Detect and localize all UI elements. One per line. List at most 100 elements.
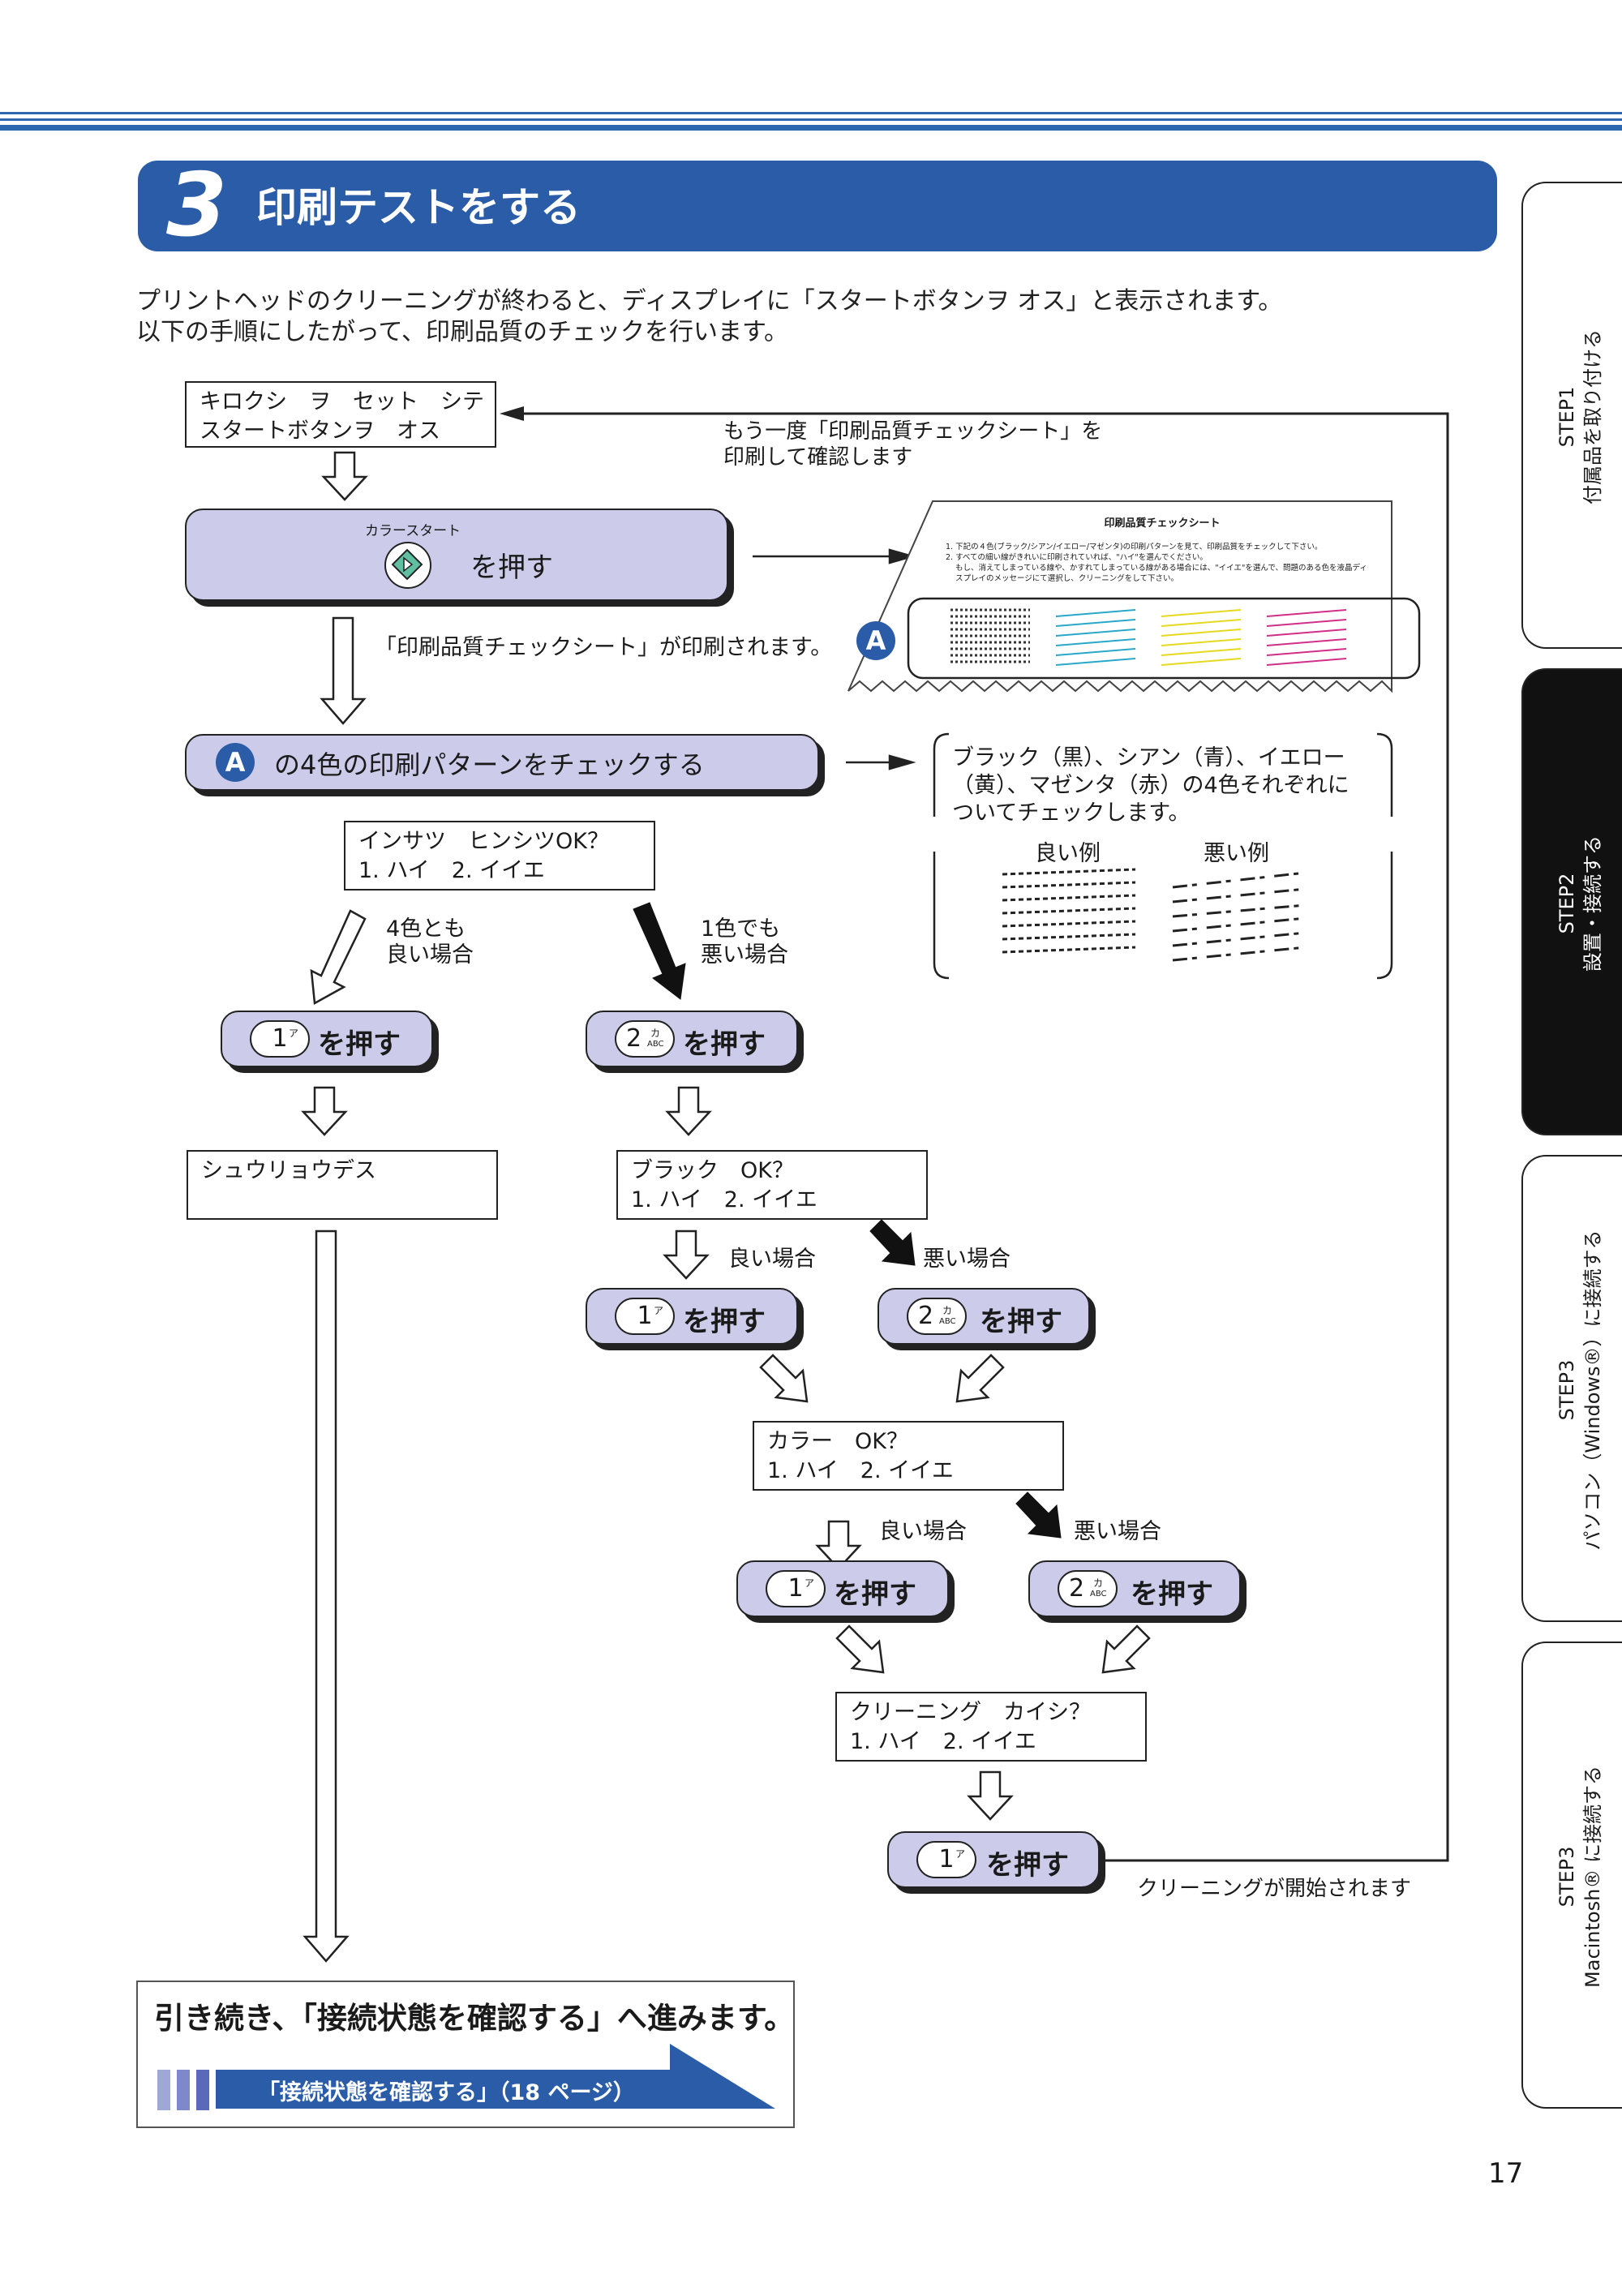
lcd-black: ブラック OK？1. ハイ 2. イイエ — [616, 1150, 928, 1220]
lcd-line: 1. ハイ 2. イイエ — [850, 1729, 1036, 1754]
section-title: 印刷テストをする — [256, 184, 581, 231]
diagonal-arrow — [1101, 1624, 1151, 1674]
press-label: を押す — [683, 1306, 766, 1338]
key-num: 1 — [637, 1302, 653, 1330]
note-line: （黄）、マゼンタ（赤）の4色それぞれに — [952, 773, 1350, 798]
color-start-key-label: カラースタート — [365, 523, 461, 539]
lcd-line: 1. ハイ 2. イイエ — [358, 858, 545, 883]
color-start-key[interactable] — [384, 542, 431, 589]
label-line: 4色とも — [386, 916, 466, 942]
next-section-link[interactable]: 「接続状態を確認する」（18 ページ） — [258, 2080, 635, 2105]
check-note: ブラック（黒）、シアン（青）、イエロー （黄）、マゼンタ（赤）の4色それぞれに … — [952, 745, 1350, 827]
diagonal-arrow — [835, 1624, 885, 1674]
color-start-action: を押す — [470, 551, 553, 584]
lcd-line: クリーニング カイシ？ — [850, 1700, 1091, 1725]
color-start-step[interactable] — [185, 509, 728, 601]
bad-case-label: 悪い場合 — [1074, 1519, 1161, 1544]
note-line: もう一度「印刷品質チェックシート」を — [723, 419, 1103, 444]
press-label: を押す — [1131, 1578, 1213, 1611]
label-line: 悪い場合 — [701, 942, 788, 968]
cleaning-start-note: クリーニングが開始されます — [1137, 1877, 1412, 1901]
key-num: 1 — [787, 1574, 804, 1603]
lcd-cleaning: クリーニング カイシ？ 1. ハイ 2. イイエ — [835, 1692, 1147, 1762]
label-line: 良い場合 — [386, 942, 474, 968]
page-number: 17 — [1488, 2157, 1524, 2190]
key-sub: ア — [654, 1305, 664, 1316]
press-label: を押す — [318, 1028, 401, 1061]
key-sub: ABC — [1090, 1590, 1107, 1599]
lcd-line: カラー OK？ — [767, 1429, 908, 1454]
tab-line: STEP1 — [1555, 386, 1578, 448]
down-arrow — [663, 1230, 710, 1280]
key-sub: ア — [289, 1028, 299, 1039]
sheet-line: スプレイのメッセージにて選択し、クリーニングをして下さい。 — [955, 574, 1179, 583]
sheet-line: 2. すべての細い線がきれいに印刷されていれば、"ハイ"を選んでください。 — [946, 553, 1208, 562]
down-arrow — [967, 1770, 1014, 1821]
diagonal-arrow — [759, 1354, 809, 1403]
diagonal-arrow — [310, 909, 367, 1006]
lcd-start: キロクシ ヲ セット シテスタートボタンヲ オス — [185, 381, 496, 448]
tab-line: 付属品を取り付ける — [1581, 329, 1604, 504]
bad-example-label: 悪い例 — [1204, 841, 1269, 866]
good-example-label: 良い例 — [1035, 841, 1101, 866]
header-rule — [0, 112, 1622, 114]
down-arrow — [321, 451, 368, 501]
printed-note: 「印刷品質チェックシート」が印刷されます。 — [375, 635, 833, 660]
lcd-line: スタートボタンヲ オス — [200, 418, 440, 444]
bad-arrow — [633, 902, 686, 1000]
tab-line: STEP3 — [1555, 1359, 1578, 1421]
lcd-line: 1. ハイ 2. イイエ — [767, 1458, 954, 1483]
sheet-line: 1. 下記の４色(ブラック/シアン/イエロー/マゼンタ)の印刷パターンを見て、印… — [946, 543, 1323, 551]
diamond-icon — [391, 548, 423, 581]
bad-arrow — [869, 1219, 916, 1266]
intro-line-2: 以下の手順にしたがって、印刷品質のチェックを行います。 — [136, 318, 788, 346]
key-sub: ア — [805, 1577, 815, 1589]
all-good-label: 4色とも 良い場合 — [386, 916, 474, 968]
key-sub: カ — [650, 1028, 661, 1039]
section-header — [138, 161, 1497, 251]
key-num: 1 — [938, 1845, 955, 1873]
diagonal-arrow — [955, 1354, 1005, 1403]
check-pattern-text: の4色の印刷パターンをチェックする — [274, 749, 705, 780]
down-arrow — [320, 616, 367, 725]
lcd-line: キロクシ ヲ セット シテ — [200, 389, 484, 414]
note-line: ついてチェックします。 — [952, 800, 1191, 826]
key-num: 2 — [1069, 1574, 1085, 1603]
press-label: を押す — [683, 1028, 766, 1061]
bad-arrow — [1015, 1491, 1062, 1539]
one-bad-label: 1色でも 悪い場合 — [701, 916, 788, 968]
key-num: 2 — [918, 1302, 934, 1330]
marker-a-circle: A — [216, 743, 255, 782]
next-section-heading: 引き続き、「接続状態を確認する」へ進みます。 — [154, 2001, 795, 2036]
note-line: ブラック（黒）、シアン（青）、イエロー — [952, 745, 1345, 770]
press-label: を押す — [834, 1578, 916, 1611]
tab-line: STEP2 — [1555, 873, 1578, 934]
lcd-line: インサツ ヒンシツOK？ — [358, 829, 609, 854]
lcd-color: カラー OK？ 1. ハイ 2. イイエ — [753, 1421, 1064, 1491]
tab-line: Macintosh® に接続する — [1581, 1766, 1604, 1988]
down-arrow — [665, 1086, 712, 1136]
reprint-note: もう一度「印刷品質チェックシート」を 印刷して確認します — [723, 418, 1102, 470]
press-label: を押す — [986, 1849, 1069, 1882]
lcd-quality: インサツ ヒンシツOK？ 1. ハイ 2. イイエ — [344, 821, 655, 891]
tab-line: パソコン（Windows®）に接続する — [1581, 1230, 1604, 1551]
good-case-label: 良い場合 — [879, 1519, 967, 1544]
sheet-line: もし、消えてしまっている線や、かすれてしまっている線がある場合には、"イイエ"を… — [955, 564, 1367, 573]
key-num: 1 — [272, 1024, 288, 1053]
